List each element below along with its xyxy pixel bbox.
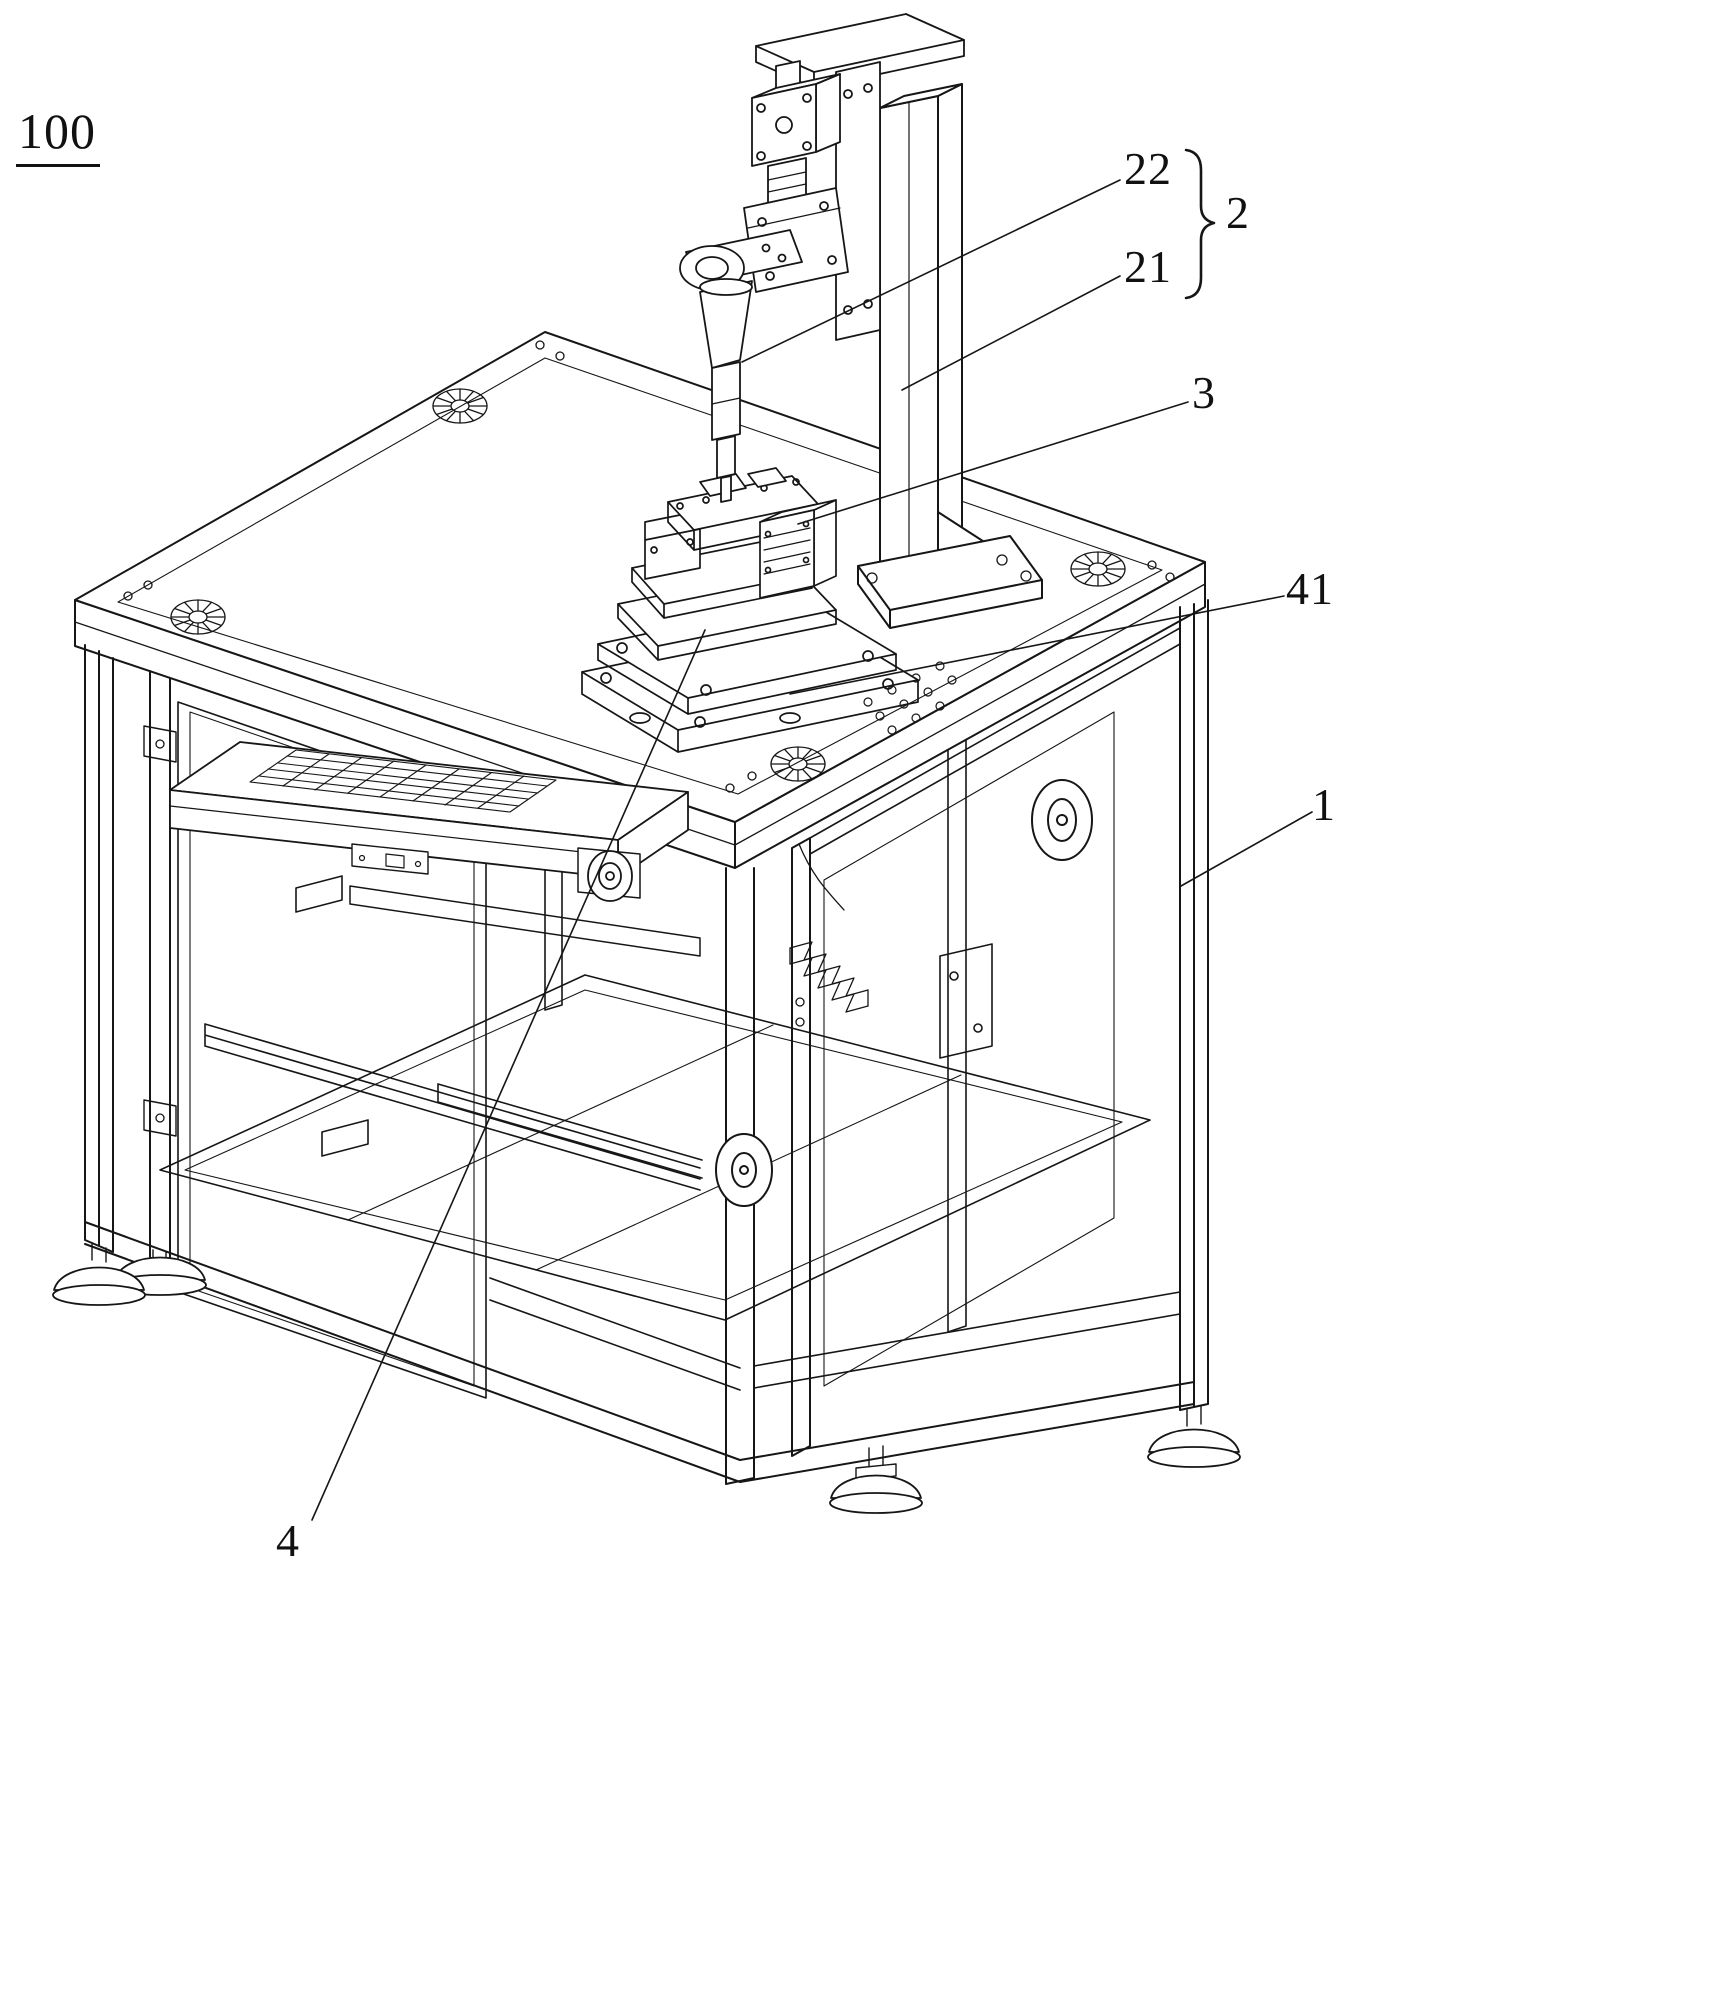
support-column (857, 83, 1043, 629)
ref-label-4: 4 (276, 1515, 300, 1566)
leveling-feet (52, 1243, 1241, 1514)
handwheel-right (1031, 779, 1093, 861)
grouping-brace (1184, 148, 1216, 300)
ref-label-22: 22 (1124, 143, 1172, 194)
ref-label-3: 3 (1192, 367, 1216, 418)
leader-41 (789, 595, 1285, 695)
press-head-assembly (679, 13, 965, 503)
ref-label-1: 1 (1312, 779, 1336, 830)
leader-4 (311, 629, 706, 1521)
tray-mesh-grid (249, 749, 557, 813)
ref-label-41: 41 (1286, 563, 1334, 614)
ref-label-21: 21 (1124, 241, 1172, 292)
leader-22 (741, 179, 1121, 363)
fixture-assembly (581, 467, 919, 753)
ref-label-2: 2 (1226, 187, 1250, 238)
leader-21 (901, 275, 1121, 391)
leader-3 (797, 401, 1189, 525)
leader-lines (311, 148, 1313, 1521)
frame-and-panels (84, 599, 1209, 1485)
ref-label-100: 100 (16, 106, 100, 167)
feed-tray (169, 741, 701, 957)
leader-1 (1180, 811, 1313, 887)
handwheel-front (715, 1133, 773, 1207)
